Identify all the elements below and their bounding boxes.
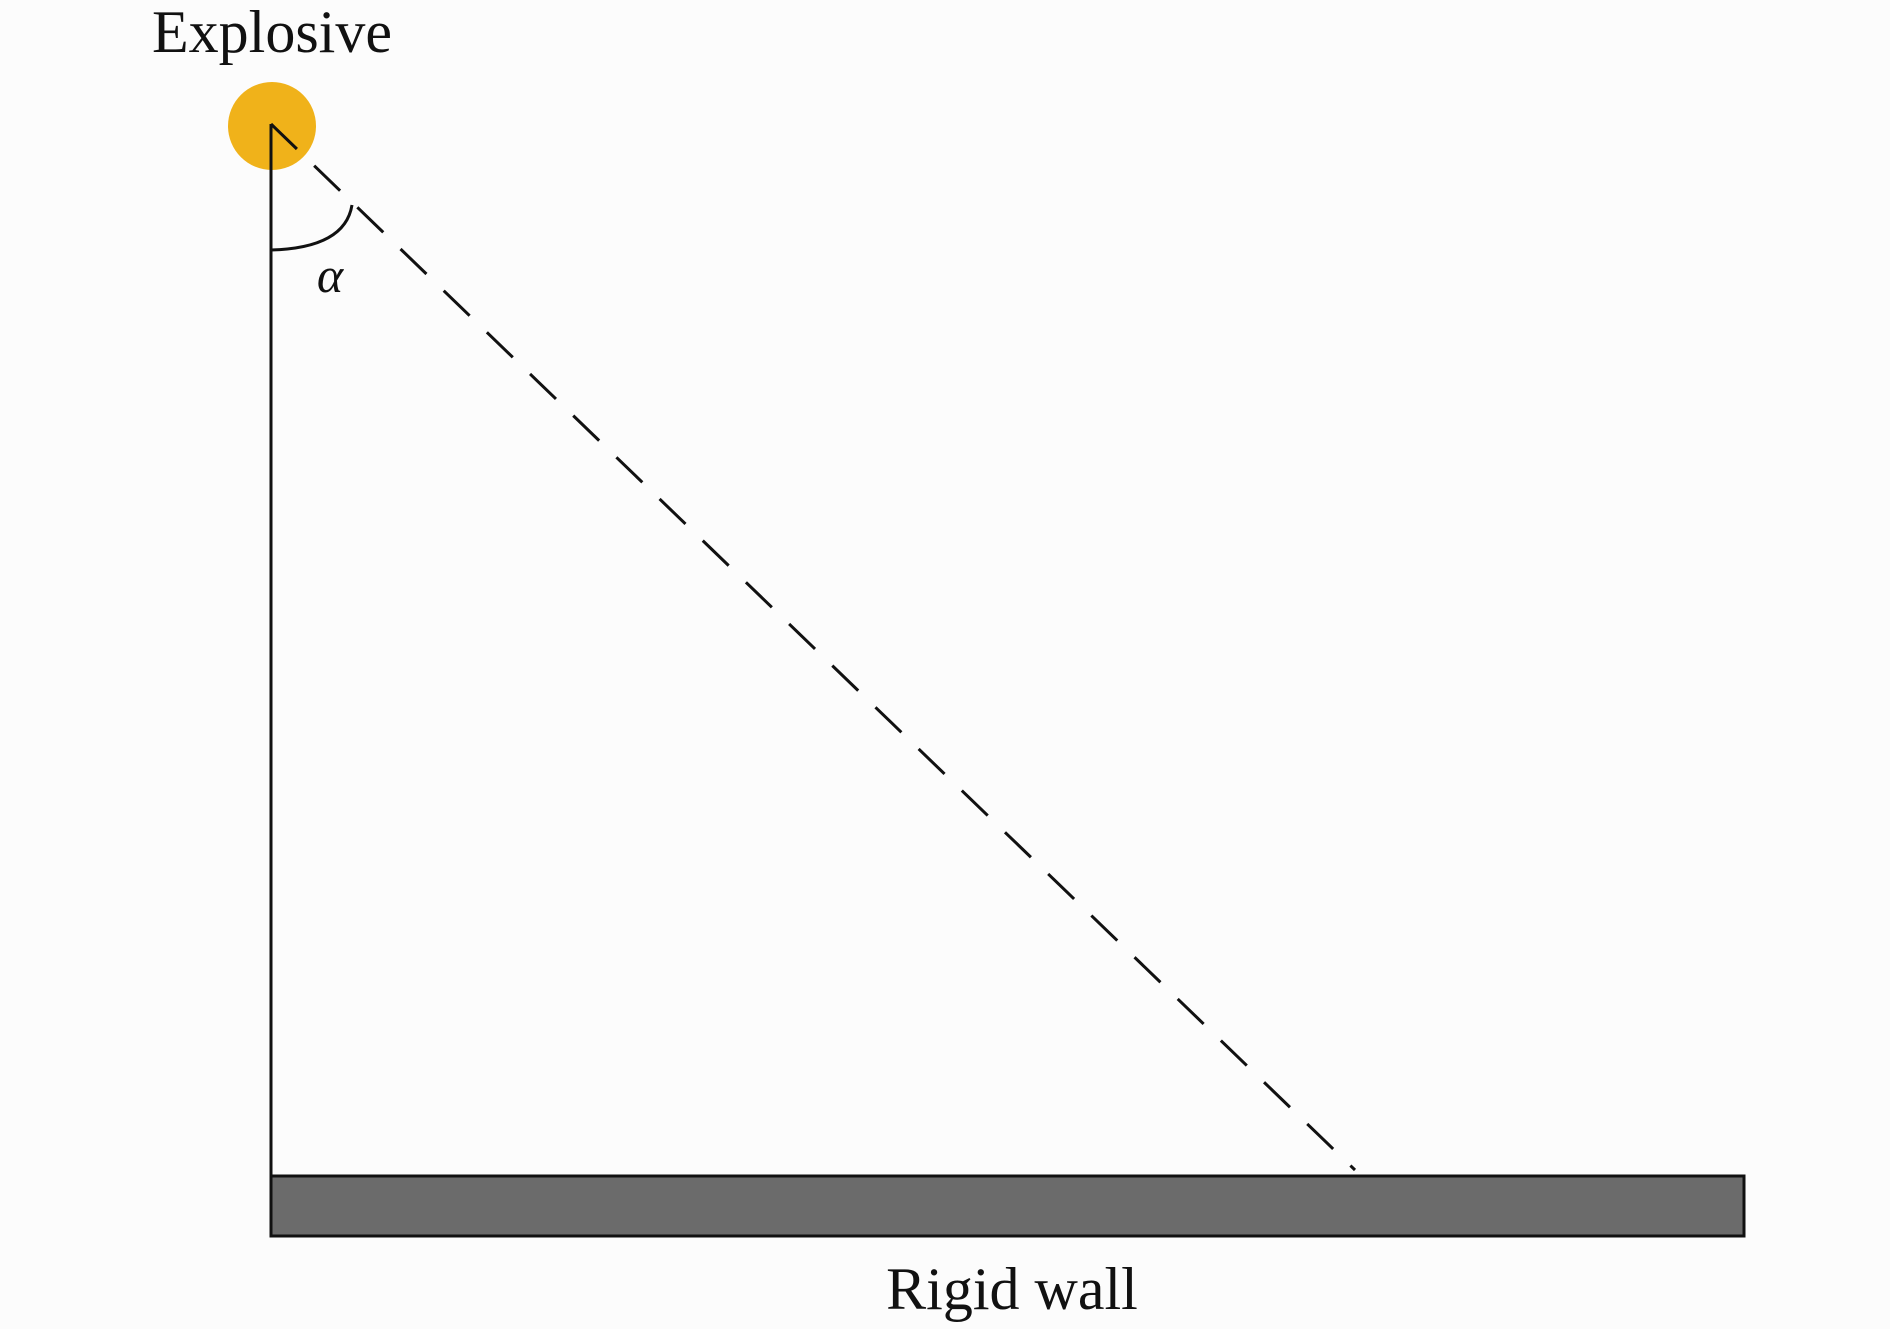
angle-arc [270, 204, 354, 252]
incidence-dashed-line [269, 122, 1357, 1172]
explosive-label: Explosive [152, 0, 392, 65]
angle-label: α [317, 247, 345, 303]
rigid-wall [269, 1174, 1746, 1238]
wall-label: Rigid wall [886, 1256, 1138, 1322]
